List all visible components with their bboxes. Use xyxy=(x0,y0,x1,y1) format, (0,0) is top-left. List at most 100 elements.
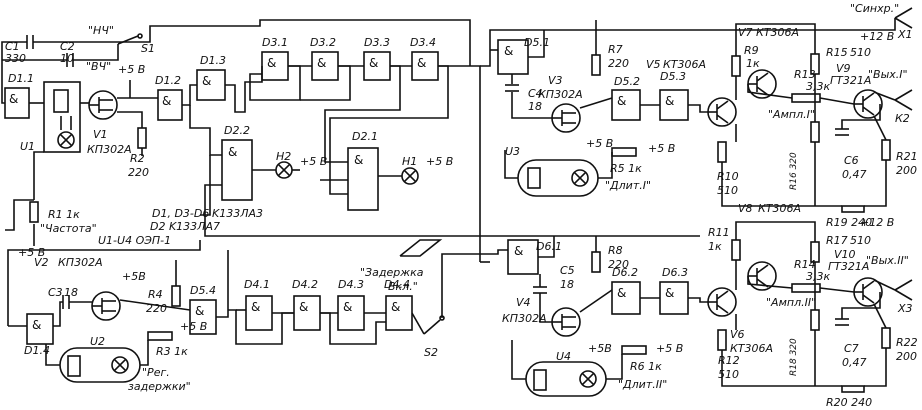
svg-text:R14: R14 xyxy=(794,258,816,271)
transistor-v3: V3 КП302А +5 В xyxy=(538,74,613,150)
resistor-r8: R8 220 xyxy=(591,244,629,273)
gate-d3-1: & D3.1 xyxy=(261,36,289,81)
svg-text:R6 1к: R6 1к xyxy=(630,360,662,373)
svg-text:C6: C6 xyxy=(844,154,859,167)
capacitor-c2: C2 10 xyxy=(60,40,75,68)
svg-text:+5 В: +5 В xyxy=(426,155,453,168)
svg-text:&: & xyxy=(32,318,41,332)
svg-text:"Синхр.": "Синхр." xyxy=(850,2,899,15)
svg-text:D6.3: D6.3 xyxy=(662,266,688,279)
svg-text:R20 240: R20 240 xyxy=(826,396,872,409)
gate-d1-2: & D1.2 xyxy=(155,74,183,121)
svg-text:+5 В: +5 В xyxy=(586,137,613,150)
svg-text:+5 В: +5 В xyxy=(300,155,327,168)
svg-text:200: 200 xyxy=(896,164,917,177)
svg-text:0,47: 0,47 xyxy=(842,168,867,181)
svg-text:220: 220 xyxy=(608,57,629,70)
resistor-r9: R9 1к xyxy=(731,44,760,77)
gate-d3-2: & D3.2 xyxy=(310,36,339,81)
svg-text:&: & xyxy=(343,300,352,314)
svg-text:+5В: +5В xyxy=(122,270,146,283)
svg-text:C5: C5 xyxy=(560,264,575,277)
svg-text:18: 18 xyxy=(528,100,542,113)
gate-d2-2: & D2.2 xyxy=(221,124,253,201)
resistor-r5: R5 1к "Длит.I" +5 В xyxy=(605,142,675,192)
connector-k2: "Вых.I" К2 xyxy=(868,68,913,125)
svg-text:&: & xyxy=(251,300,260,314)
svg-text:R19 240: R19 240 xyxy=(826,216,872,229)
svg-text:ГТ321А: ГТ321А xyxy=(828,260,869,273)
svg-text:U2: U2 xyxy=(90,335,105,348)
svg-text:&: & xyxy=(195,304,204,318)
optocoupler-u3: U3 xyxy=(505,145,599,197)
svg-text:+5В: +5В xyxy=(588,342,612,355)
gate-d3-3: & D3.3 xyxy=(363,36,391,81)
svg-text:+5 В: +5 В xyxy=(118,63,145,76)
resistor-r10: R10 510 xyxy=(717,141,739,197)
svg-text:"Задержка: "Задержка xyxy=(360,266,424,279)
svg-text:D2.2: D2.2 xyxy=(224,124,250,137)
gate-d3-4: & D3.4 xyxy=(410,36,439,81)
svg-text:510: 510 xyxy=(850,46,871,59)
svg-text:V7: V7 xyxy=(738,26,753,39)
svg-text:D2 K133ЛА7: D2 K133ЛА7 xyxy=(150,220,220,233)
svg-text:C3: C3 xyxy=(48,286,63,299)
svg-text:"Вых.II": "Вых.II" xyxy=(866,254,909,267)
svg-text:&: & xyxy=(162,94,171,108)
svg-text:R5 1к: R5 1к xyxy=(610,162,642,175)
svg-text:R21: R21 xyxy=(896,150,918,163)
svg-text:&: & xyxy=(617,286,626,300)
svg-text:&: & xyxy=(617,94,626,108)
svg-text:V8: V8 xyxy=(738,202,753,215)
svg-text:D1.4: D1.4 xyxy=(24,344,50,357)
svg-text:H1: H1 xyxy=(402,155,417,168)
resistor-r12: R12 510 xyxy=(717,329,740,381)
svg-text:&: & xyxy=(504,44,513,58)
svg-text:U4: U4 xyxy=(556,350,571,363)
capacitor-c5: C5 18 xyxy=(532,264,575,294)
svg-text:КП302А: КП302А xyxy=(58,256,103,269)
optocoupler-u2: U2 xyxy=(59,335,141,383)
svg-text:D3.1: D3.1 xyxy=(262,36,288,49)
svg-text:U3: U3 xyxy=(505,145,520,158)
svg-text:"Длит.II": "Длит.II" xyxy=(618,378,667,391)
gate-d4-1: & D4.1 xyxy=(244,278,273,331)
svg-text:S1: S1 xyxy=(141,42,155,55)
svg-text:D1.3: D1.3 xyxy=(200,54,226,67)
resistor-r3: R3 1к +5 В "Рег. задержки" xyxy=(128,320,207,393)
svg-text:1к: 1к xyxy=(746,57,760,70)
transistor-v10: V10 ГТ321А xyxy=(828,248,883,307)
svg-text:D3.2: D3.2 xyxy=(310,36,336,49)
capacitor-c3: C3 18 xyxy=(48,286,78,310)
connector-x1: "Синхр." X1 xyxy=(850,2,913,41)
gate-d5-1: & D5.1 xyxy=(497,36,550,75)
delay-wires xyxy=(7,239,490,366)
svg-text:U1-U4 ОЭП-1: U1-U4 ОЭП-1 xyxy=(98,234,171,247)
svg-text:"Рег.: "Рег. xyxy=(142,366,170,379)
svg-text:V5: V5 xyxy=(646,58,661,71)
svg-text:&: & xyxy=(369,56,378,70)
svg-text:R12: R12 xyxy=(718,354,740,367)
svg-text:R16 320: R16 320 xyxy=(789,152,799,190)
svg-text:D6.2: D6.2 xyxy=(612,266,638,279)
svg-text:КП302А: КП302А xyxy=(502,312,547,325)
resistor-r2: R2 220 xyxy=(128,127,149,179)
svg-text:&: & xyxy=(317,56,326,70)
svg-text:&: & xyxy=(299,300,308,314)
svg-text:1к: 1к xyxy=(708,240,722,253)
capacitor-c6: C6 0,47 xyxy=(834,128,867,181)
svg-text:330: 330 xyxy=(5,52,26,65)
resistor-r16: R16 320 xyxy=(789,121,820,190)
svg-text:0,47: 0,47 xyxy=(842,356,867,369)
optocoupler-u1: U1 xyxy=(20,81,81,153)
channel-two-wires xyxy=(480,221,896,387)
svg-text:задержки": задержки" xyxy=(128,380,191,393)
svg-text:R9: R9 xyxy=(744,44,759,57)
svg-text:10: 10 xyxy=(60,52,74,65)
svg-text:"НЧ": "НЧ" xyxy=(88,24,114,37)
resistor-r17: R17 510 +12 В xyxy=(810,216,894,263)
resistor-r18: R18 320 xyxy=(789,309,820,376)
svg-text:18: 18 xyxy=(560,278,574,291)
svg-text:200: 200 xyxy=(896,350,917,363)
